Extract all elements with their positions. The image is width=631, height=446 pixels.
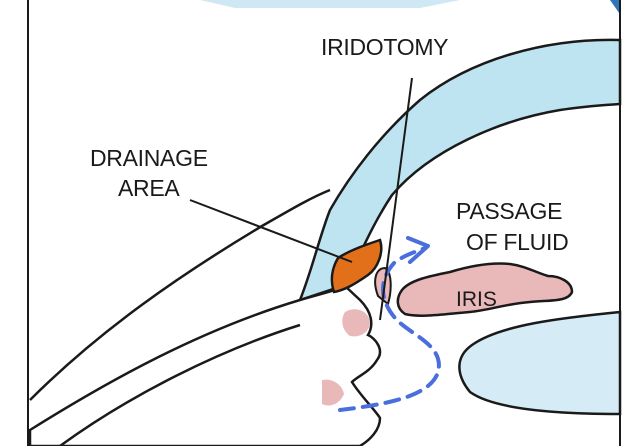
label-drainage-line1: DRAINAGE [90,145,208,171]
frame-left-border [27,0,29,446]
lens [459,312,620,414]
ciliary-body [30,286,380,446]
label-passage-line1: PASSAGE [456,198,562,224]
frame-top-accent [200,0,460,8]
label-iridotomy: IRIDOTOMY [321,34,448,60]
label-passage-line2: OF FLUID [466,229,568,255]
label-drainage-line2: AREA [118,175,180,201]
label-iris: IRIS [456,288,497,311]
